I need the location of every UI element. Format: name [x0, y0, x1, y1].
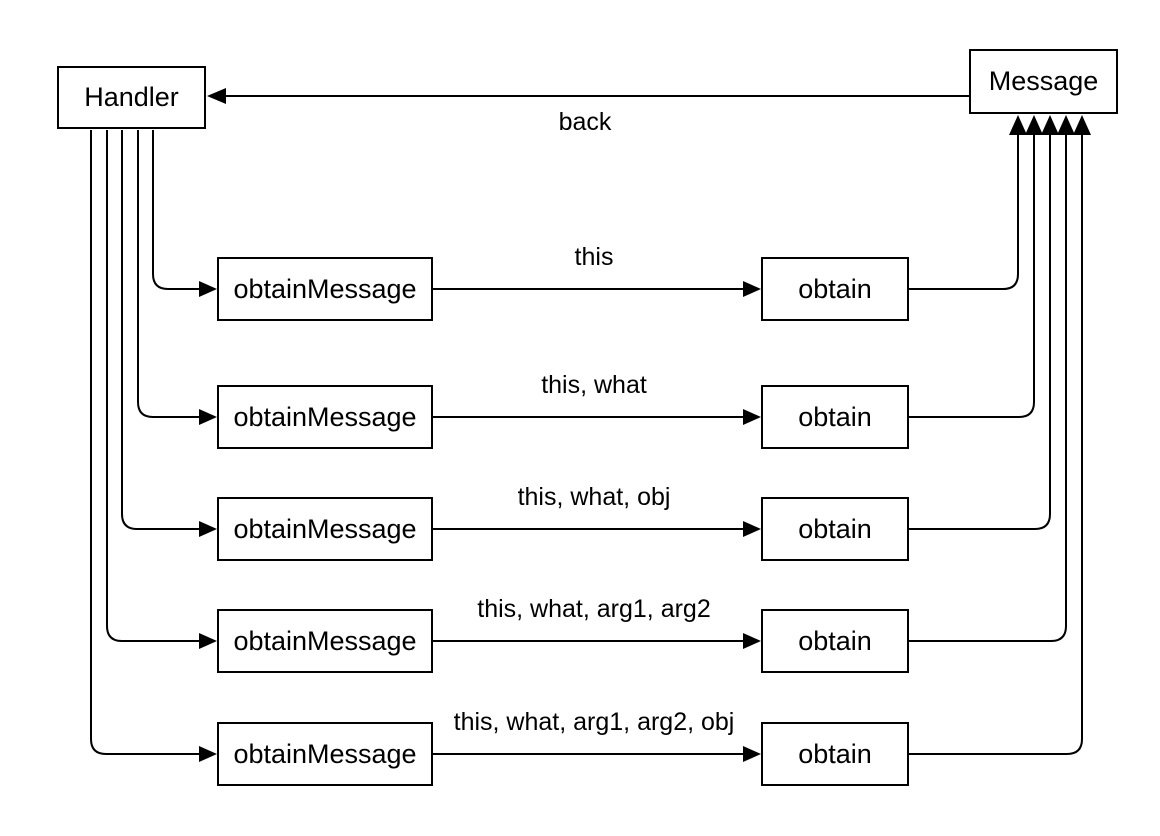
edge-handler-to-obtainmessage-2 [137, 130, 217, 425]
edge-handler-to-obtainmessage-1 [152, 130, 217, 297]
arrowhead [743, 746, 761, 762]
arrowhead [743, 633, 761, 649]
edge-line [909, 134, 1083, 755]
edge-label-args-1: this [574, 243, 614, 271]
edge-obtain-to-message-2 [909, 115, 1043, 418]
arrowhead [199, 746, 217, 762]
arrowhead [743, 521, 761, 537]
message-node: Message [969, 49, 1118, 114]
arrowhead [1041, 115, 1059, 135]
edge-line [909, 134, 1067, 642]
edge-label-args-5: this, what, arg1, arg2, obj [453, 708, 735, 736]
edge-line [137, 130, 200, 418]
handler-node: Handler [57, 66, 206, 129]
edge-line [909, 134, 1051, 530]
edge-obtain-to-message-3 [909, 115, 1059, 530]
edge-label-args-4: this, what, arg1, arg2 [477, 595, 711, 623]
obtain-node-1: obtain [761, 257, 909, 321]
obtain-node-4: obtain [761, 609, 909, 673]
edge-label-args-2: this, what [541, 371, 647, 399]
edge-line [90, 130, 200, 755]
arrowhead [1025, 115, 1043, 135]
arrowhead [199, 521, 217, 537]
edge-obtainmessage-to-obtain-4 [433, 633, 761, 649]
arrowhead [743, 281, 761, 297]
arrowhead [1009, 115, 1027, 135]
edge-handler-to-obtainmessage-3 [121, 130, 217, 537]
edge-label-args-3: this, what, obj [517, 483, 671, 511]
edge-handler-to-obtainmessage-4 [106, 130, 217, 649]
edge-obtainmessage-to-obtain-3 [433, 521, 761, 537]
arrowhead [1057, 115, 1075, 135]
obtainmessage-node-1: obtainMessage [217, 257, 433, 321]
arrowhead [207, 88, 226, 104]
obtain-node-5: obtain [761, 722, 909, 786]
arrowhead [199, 633, 217, 649]
obtain-node-2: obtain [761, 385, 909, 449]
arrowhead [199, 281, 217, 297]
edge-obtainmessage-to-obtain-5 [433, 746, 761, 762]
arrowhead [743, 409, 761, 425]
edge-line [909, 134, 1019, 290]
arrowhead [199, 409, 217, 425]
obtainmessage-node-5: obtainMessage [217, 722, 433, 786]
obtainmessage-node-3: obtainMessage [217, 497, 433, 561]
edge-obtain-to-message-1 [909, 115, 1027, 290]
obtainmessage-node-2: obtainMessage [217, 385, 433, 449]
edge-line [121, 130, 200, 530]
arrowhead [1073, 115, 1091, 135]
edge-label-back: back [558, 108, 612, 136]
edge-obtainmessage-to-obtain-2 [433, 409, 761, 425]
edge-obtain-to-message-5 [909, 115, 1091, 755]
edge-message-to-handler [207, 88, 969, 104]
edge-handler-to-obtainmessage-5 [90, 130, 217, 762]
obtainmessage-node-4: obtainMessage [217, 609, 433, 673]
edge-line [152, 130, 200, 290]
edge-obtain-to-message-4 [909, 115, 1075, 642]
obtain-node-3: obtain [761, 497, 909, 561]
edge-obtainmessage-to-obtain-1 [433, 281, 761, 297]
edge-line [909, 134, 1035, 418]
edge-line [106, 130, 200, 642]
